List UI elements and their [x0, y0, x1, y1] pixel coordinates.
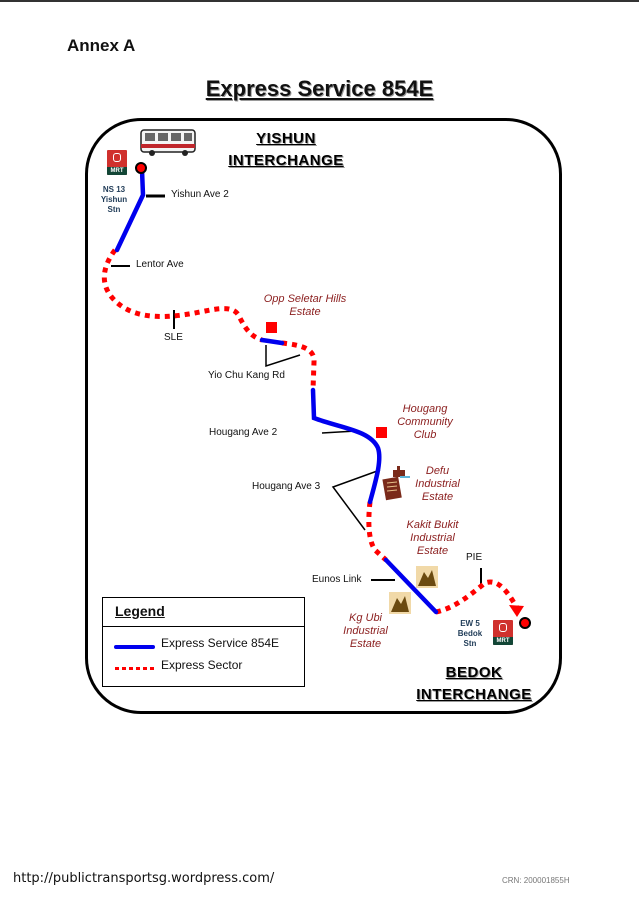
road-hougang-ave2: Hougang Ave 2 [209, 427, 278, 438]
landmark-kakit-bukit: Kakit Bukit Industrial Estate [400, 519, 465, 558]
landmark-line: Estate [416, 545, 449, 557]
crn-number: CRN: 200001855H [502, 876, 570, 885]
terminal-dot-bedok [519, 617, 531, 629]
industrial-icon-kg-ubi [389, 592, 411, 614]
landmark-line: Industrial [343, 625, 388, 637]
road-yishun-ave2: Yishun Ave 2 [171, 189, 229, 200]
landmark-line: Estate [289, 306, 321, 318]
interchange-line: INTERCHANGE [416, 686, 532, 703]
interchange-line: BEDOK [445, 664, 503, 681]
landmark-line: Opp Seletar Hills [263, 293, 347, 305]
annex-label: Annex A [67, 36, 136, 55]
interchange-line: YISHUN [256, 130, 316, 147]
station-name: Yishun [100, 195, 128, 204]
factory-icon [382, 466, 410, 501]
marker-hougang-cc [376, 427, 387, 438]
landmark-hougang-cc: Hougang Community Club [390, 403, 460, 442]
service-segment-4 [383, 557, 439, 615]
bus-icon [140, 129, 196, 156]
express-sector-2 [281, 340, 317, 391]
road-yio-chu-kang: Yio Chu Kang Rd [208, 370, 285, 381]
road-hougang-ave3: Hougang Ave 3 [252, 481, 321, 492]
landmark-line: Industrial [415, 478, 460, 490]
arrow-head [509, 605, 524, 617]
landmark-line: Community [397, 416, 453, 428]
mrt-badge-bedok: MRT [493, 620, 513, 645]
service-segment-3 [310, 387, 382, 505]
map-frame [85, 118, 562, 714]
station-code: EW 5 [460, 619, 480, 628]
road-lentor-ave: Lentor Ave [136, 259, 184, 270]
industrial-icon-kakit-bukit [416, 566, 438, 588]
mrt-badge-yishun: MRT [107, 150, 127, 175]
express-sector-1 [101, 248, 263, 343]
landmark-line: Kg Ubi [348, 612, 383, 624]
train-icon [499, 623, 507, 632]
station-suffix: Stn [463, 639, 477, 648]
landmark-line: Estate [421, 491, 454, 503]
landmark-defu: Defu Industrial Estate [410, 465, 465, 504]
legend-swatch-express [115, 667, 155, 670]
landmark-seletar: Opp Seletar Hills Estate [250, 293, 360, 319]
interchange-yishun: YISHUN INTERCHANGE [216, 128, 356, 172]
road-pie: PIE [466, 552, 483, 563]
legend-label-express: Express Sector [161, 658, 243, 672]
service-segment-1 [114, 167, 146, 253]
service-segment-2 [259, 337, 285, 346]
train-icon [113, 153, 121, 162]
pointer-yio-chu-kang [265, 345, 301, 368]
station-suffix: Stn [107, 205, 121, 214]
legend: Legend Express Service 854E Express Sect… [102, 597, 305, 687]
landmark-line: Estate [349, 638, 382, 650]
terminal-dot-yishun [135, 162, 147, 174]
legend-header [103, 598, 304, 627]
mrt-label: MRT [107, 167, 127, 175]
footer-url[interactable]: http://publictransportsg.wordpress.com/ [13, 871, 275, 886]
road-eunos-link: Eunos Link [312, 574, 362, 585]
express-sector-4 [435, 579, 520, 615]
landmark-line: Industrial [410, 532, 455, 544]
top-border [0, 0, 639, 2]
landmark-line: Hougang [402, 403, 448, 415]
express-sector-3 [366, 501, 388, 562]
interchange-line: INTERCHANGE [228, 152, 344, 169]
legend-label-service: Express Service 854E [161, 636, 280, 650]
legend-swatch-service [114, 645, 155, 649]
mrt-label: MRT [493, 637, 513, 645]
station-name: Bedok [457, 629, 483, 638]
station-code: NS 13 [102, 185, 126, 194]
interchange-bedok: BEDOK INTERCHANGE [404, 662, 544, 706]
road-sle: SLE [164, 332, 183, 343]
landmark-line: Club [413, 429, 437, 441]
station-bedok: EW 5 Bedok Stn [454, 619, 486, 649]
station-yishun: NS 13 Yishun Stn [99, 185, 129, 215]
marker-seletar [266, 322, 277, 333]
landmark-line: Defu [425, 465, 450, 477]
legend-title: Legend [115, 603, 165, 619]
page-title: Express Service 854E [205, 76, 434, 101]
landmark-kg-ubi: Kg Ubi Industrial Estate [338, 612, 393, 651]
pointer-hougang-ave3 [331, 469, 381, 531]
landmark-line: Kakit Bukit [406, 519, 459, 531]
